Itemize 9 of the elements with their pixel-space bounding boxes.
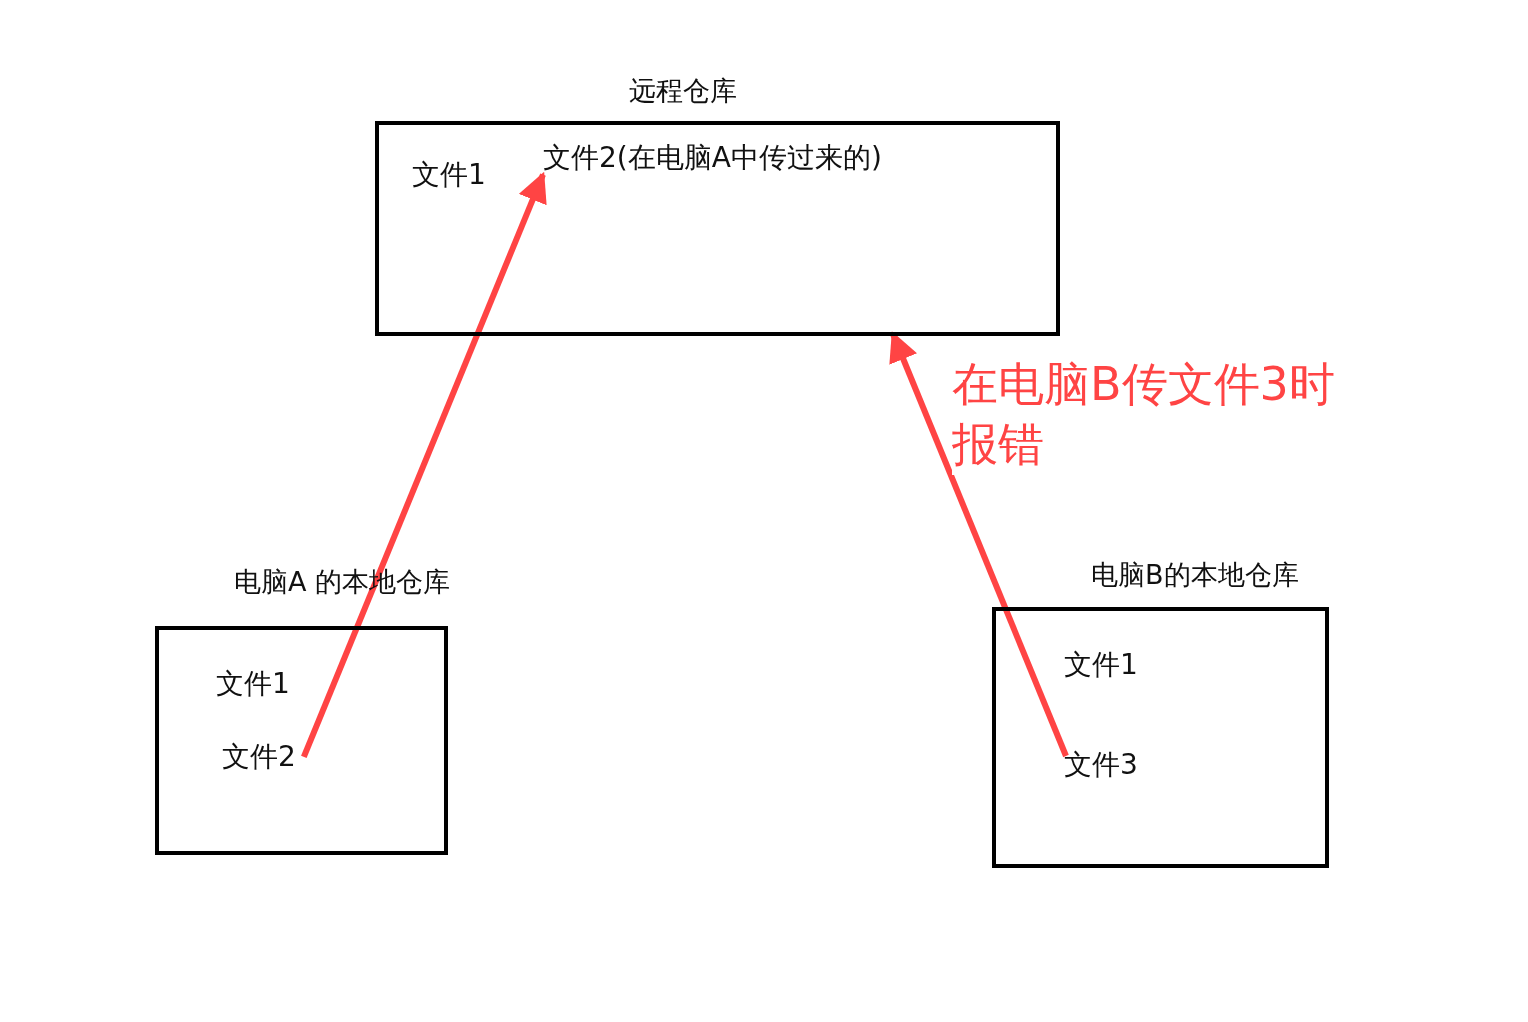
file-label: 文件1 xyxy=(1064,648,1138,682)
file-label: 文件3 xyxy=(1064,748,1138,782)
file-label: 文件2(在电脑A中传过来的) xyxy=(543,141,882,175)
file-label: 文件1 xyxy=(412,158,486,192)
file-label: 文件2 xyxy=(222,740,296,774)
arrow xyxy=(301,171,547,758)
file-label: 文件1 xyxy=(216,667,290,701)
box-title: 远程仓库 xyxy=(629,74,737,108)
box-title: 电脑B的本地仓库 xyxy=(1091,558,1299,592)
